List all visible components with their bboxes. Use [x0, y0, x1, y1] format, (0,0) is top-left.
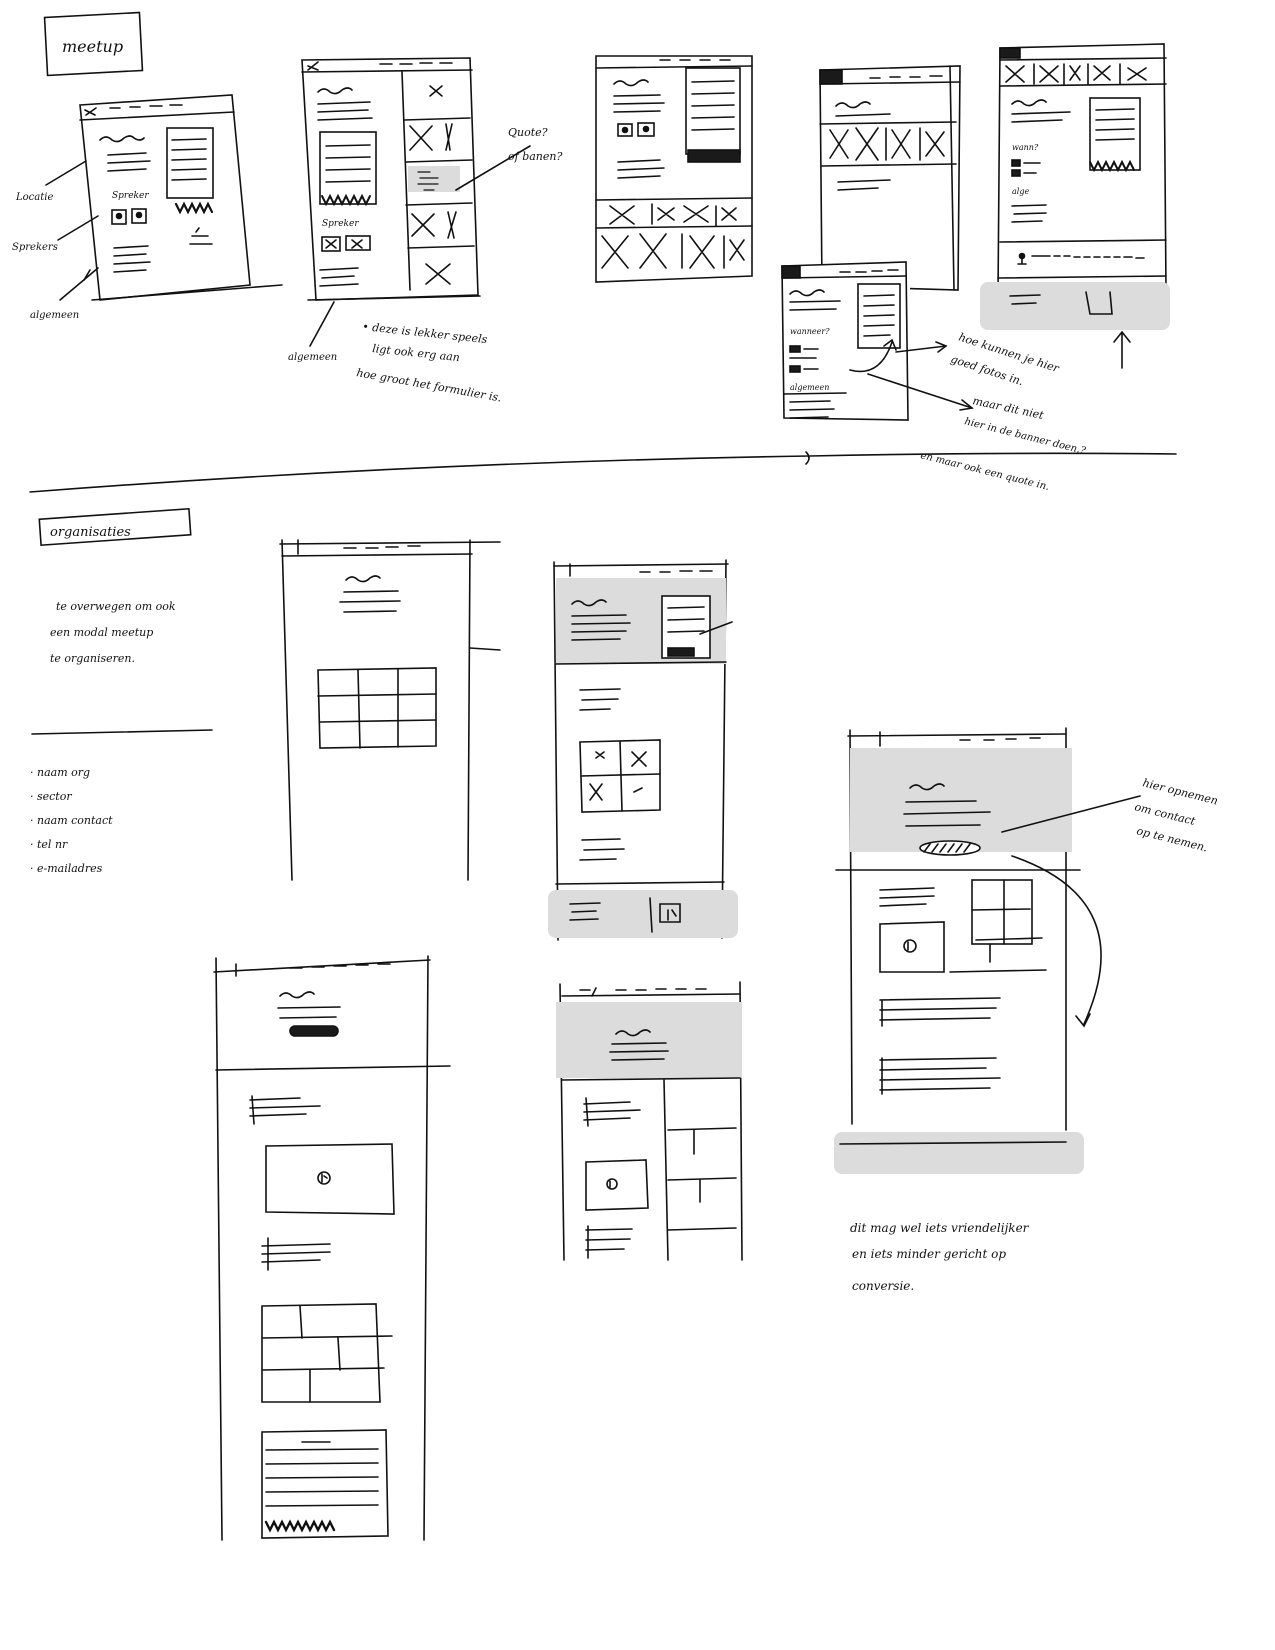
section-organisaties: organisaties te overwegen om ook een mod…	[30, 507, 1219, 1541]
note-right-4: hier in de banner doen.?	[963, 416, 1087, 457]
note-bottom-2: en iets minder gericht op	[852, 1247, 1006, 1261]
wireframe-org-2	[548, 559, 738, 941]
wireframe-meetup-3	[595, 55, 753, 283]
note-bottom-1: dit mag wel iets vriendelijker	[850, 1221, 1030, 1235]
wireframe-meetup-2: Spreker	[301, 57, 481, 301]
wireframe-org-1	[279, 539, 501, 881]
note-bottom-3: conversie.	[852, 1279, 914, 1293]
title-box	[43, 11, 144, 77]
wf6-wann-label: wann?	[1012, 143, 1039, 152]
note-right-3: maar dit niet	[971, 394, 1045, 422]
annotation-of-banen: of banen?	[508, 150, 562, 163]
field-2: · sector	[30, 790, 72, 803]
field-3: · naam contact	[30, 814, 113, 827]
note-hier-1: hier opnemen	[1141, 776, 1219, 807]
wireframe-meetup-4	[819, 65, 961, 291]
annotation-algemeen-1: algemeen	[30, 310, 79, 321]
note-right-5: en maar ook een quote in.	[919, 450, 1050, 493]
annotation-sprekers: Sprekers	[12, 242, 58, 253]
wireframe-meetup-1: Spreker	[79, 94, 283, 301]
wf6-alge-label: alge	[1012, 187, 1029, 196]
field-5: · e-mailadres	[30, 862, 103, 875]
title-box-2	[38, 507, 192, 547]
wf5-algemeen-label: algemeen	[790, 383, 829, 392]
intro-line-3: te organiseren.	[50, 652, 135, 665]
wireframe-org-4	[556, 981, 743, 1261]
annotation-quote: Quote?	[508, 126, 548, 139]
intro-line-1: te overwegen om ook	[56, 600, 176, 613]
section-title-2: organisaties	[50, 525, 131, 540]
section-divider	[29, 452, 1177, 493]
note-hier-3: op te nemen.	[1135, 824, 1209, 854]
wf5-wanneer-label: wanneer?	[790, 327, 830, 336]
wireframe-org-3	[213, 955, 451, 1541]
wireframe-meetup-5: wanneer? algemeen	[780, 261, 910, 434]
wf2-spreker-label: Spreker	[322, 219, 359, 229]
wf1-spreker-label: Spreker	[112, 191, 149, 201]
intro-line-2: een modal meetup	[50, 626, 153, 639]
note-bullet-3: hoe groot het formulier is.	[355, 366, 502, 404]
field-4: · tel nr	[30, 838, 68, 851]
note-bullet-2: ligt ook erg aan	[372, 342, 461, 364]
annotation-algemeen-2: algemeen	[288, 352, 337, 363]
section-meetup: meetup Spreker	[12, 11, 1170, 493]
section-title: meetup	[62, 37, 123, 56]
wireframe-meetup-6: wann? alge	[980, 43, 1170, 369]
annotation-locatie: Locatie	[15, 192, 53, 203]
note-hier-2: om contact	[1133, 800, 1197, 828]
field-1: · naam org	[30, 766, 90, 779]
wireframe-org-5	[834, 727, 1141, 1174]
